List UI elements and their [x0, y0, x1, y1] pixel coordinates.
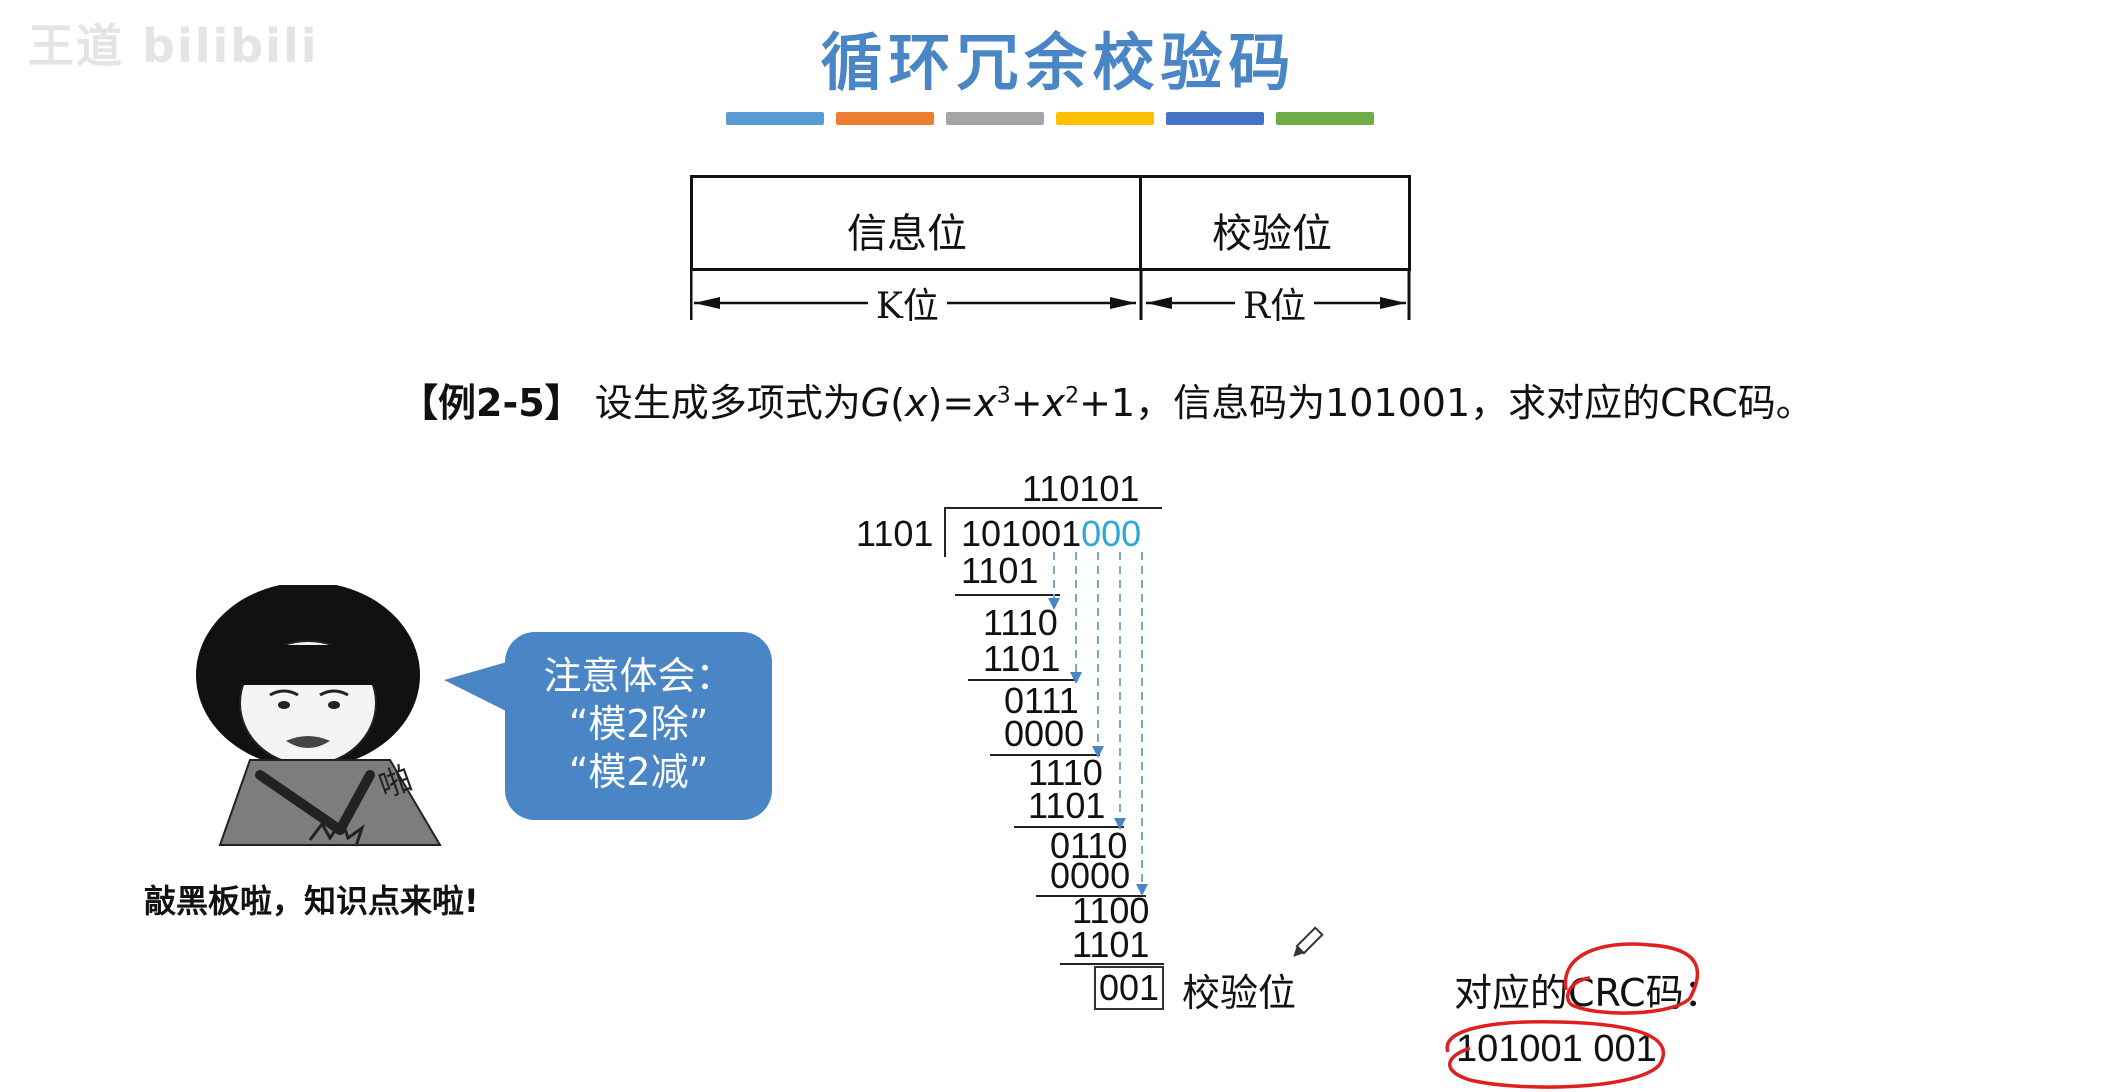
- info-bits-label: 信息位: [847, 211, 967, 257]
- dividend: 101001000: [961, 513, 1141, 555]
- color-bars: [726, 112, 1374, 125]
- step-3: 1101: [983, 638, 1061, 679]
- step-7: 1101: [1028, 785, 1106, 826]
- bubble-line-3: “模2减”: [568, 750, 709, 794]
- step-2: 1110: [983, 602, 1058, 643]
- step-8: 0110: [1050, 825, 1128, 866]
- color-bar-2: [836, 112, 934, 125]
- meme-character: 啪: [196, 585, 442, 847]
- crc-code-label: 对应的CRC码：: [1454, 971, 1722, 1015]
- color-bar-5: [1166, 112, 1264, 125]
- step-6: 1110: [1028, 752, 1103, 793]
- color-bar-4: [1056, 112, 1154, 125]
- crc-code-value: 101001 001: [1456, 1028, 1657, 1070]
- step-5: 0000: [1004, 713, 1085, 754]
- crc-layout-diagram: 信息位 校验位 K位 R位: [690, 175, 1411, 329]
- meme-caption: 敲黑板啦，知识点来啦!: [144, 882, 479, 920]
- r-bits-label: R位: [1235, 277, 1315, 329]
- divisor: 1101: [856, 513, 934, 554]
- poly-g: G: [860, 381, 891, 425]
- bubble-line-1: 注意体会：: [543, 654, 734, 698]
- poly-x3: x: [974, 381, 997, 425]
- color-bar-6: [1276, 112, 1374, 125]
- speech-bubble: 注意体会： “模2除” “模2减”: [505, 632, 772, 820]
- poly-plus: +: [1010, 381, 1043, 425]
- poly-plus-one: +1: [1079, 381, 1136, 425]
- poly-eq: )=: [927, 381, 975, 425]
- page-title: 循环冗余校验码: [820, 26, 1297, 99]
- pencil-icon: [1293, 926, 1324, 957]
- example-tag: 【例2-5】: [400, 381, 583, 425]
- poly-exp2: 2: [1065, 383, 1080, 409]
- remainder-box: 001: [1094, 966, 1165, 1010]
- appended-zeros: 000: [1081, 513, 1142, 554]
- example-text-before: 设生成多项式为: [594, 381, 861, 425]
- example-text-after: ，信息码为101001，求对应的CRC码。: [1135, 381, 1814, 425]
- poly-x2: x: [1042, 381, 1066, 425]
- poly-exp3: 3: [996, 383, 1011, 409]
- color-bar-3: [946, 112, 1044, 125]
- dividend-bits: 101001: [961, 513, 1082, 554]
- step-11: 1101: [1072, 924, 1150, 965]
- bubble-line-2: “模2除”: [568, 702, 709, 746]
- step-4: 0111: [1004, 680, 1079, 721]
- k-bits-label: K位: [868, 277, 947, 329]
- step-9: 0000: [1050, 855, 1131, 896]
- quotient: 110101: [1022, 468, 1140, 509]
- step-10: 1100: [1072, 890, 1150, 931]
- check-bits-label: 校验位: [1212, 211, 1332, 257]
- step-1: 1101: [961, 550, 1039, 591]
- check-bits-result-label: 校验位: [1182, 971, 1297, 1015]
- poly-x: x: [905, 381, 928, 425]
- speech-bubble-tail: [444, 660, 514, 715]
- watermark: 王道 bilibili: [28, 19, 319, 73]
- example-statement: 【例2-5】 设生成多项式为G(x)=x3+x2+1，信息码为101001，求对…: [400, 381, 1814, 425]
- color-bar-1: [726, 112, 824, 125]
- check-bits-cell: [1139, 175, 1411, 271]
